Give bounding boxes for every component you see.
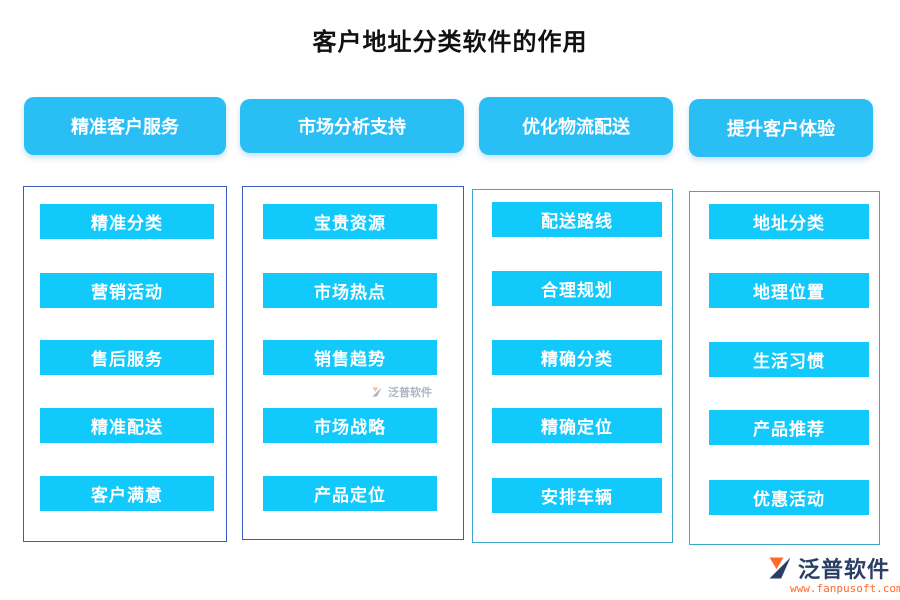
column-box-1: 精准分类 营销活动 售后服务 精准配送 客户满意 <box>23 186 227 542</box>
center-watermark: 泛普软件 <box>370 384 432 400</box>
center-watermark-text: 泛普软件 <box>388 386 432 399</box>
column-box-2: 宝贵资源 市场热点 销售趋势 市场战略 产品定位 <box>242 186 464 540</box>
column-1-item-5: 客户满意 <box>40 476 214 511</box>
column-header-3: 优化物流配送 <box>479 97 673 155</box>
fanpu-logo-icon <box>372 387 382 397</box>
column-1-item-3: 售后服务 <box>40 340 214 375</box>
column-2-item-4: 市场战略 <box>263 408 437 443</box>
column-2-item-1: 宝贵资源 <box>263 204 437 239</box>
brand-logo-text: 泛普软件 <box>798 558 891 583</box>
diagram-title: 客户地址分类软件的作用 <box>312 28 588 56</box>
column-4-item-4: 产品推荐 <box>709 410 869 445</box>
column-header-4: 提升客户体验 <box>689 99 873 157</box>
column-box-3: 配送路线 合理规划 精确分类 精确定位 安排车辆 <box>472 189 673 543</box>
column-2-item-2: 市场热点 <box>263 273 437 308</box>
column-4-item-5: 优惠活动 <box>709 480 869 515</box>
column-2-item-5: 产品定位 <box>263 476 437 511</box>
column-header-1: 精准客户服务 <box>24 97 226 155</box>
column-1-item-2: 营销活动 <box>40 273 214 308</box>
brand-url: www.fanpusoft.com <box>790 582 900 595</box>
column-3-item-4: 精确定位 <box>492 408 662 443</box>
column-3-item-2: 合理规划 <box>492 271 662 306</box>
column-box-4: 地址分类 地理位置 生活习惯 产品推荐 优惠活动 <box>689 191 880 545</box>
fanpu-logo-icon <box>769 557 791 579</box>
column-2-item-3: 销售趋势 <box>263 340 437 375</box>
column-1-item-1: 精准分类 <box>40 204 214 239</box>
column-3-item-3: 精确分类 <box>492 340 662 375</box>
column-3-item-5: 安排车辆 <box>492 478 662 513</box>
column-header-2: 市场分析支持 <box>240 99 464 153</box>
column-4-item-3: 生活习惯 <box>709 342 869 377</box>
column-4-item-1: 地址分类 <box>709 204 869 239</box>
column-1-item-4: 精准配送 <box>40 408 214 443</box>
column-4-item-2: 地理位置 <box>709 273 869 308</box>
column-3-item-1: 配送路线 <box>492 202 662 237</box>
brand-logo: 泛普软件 <box>766 552 890 584</box>
